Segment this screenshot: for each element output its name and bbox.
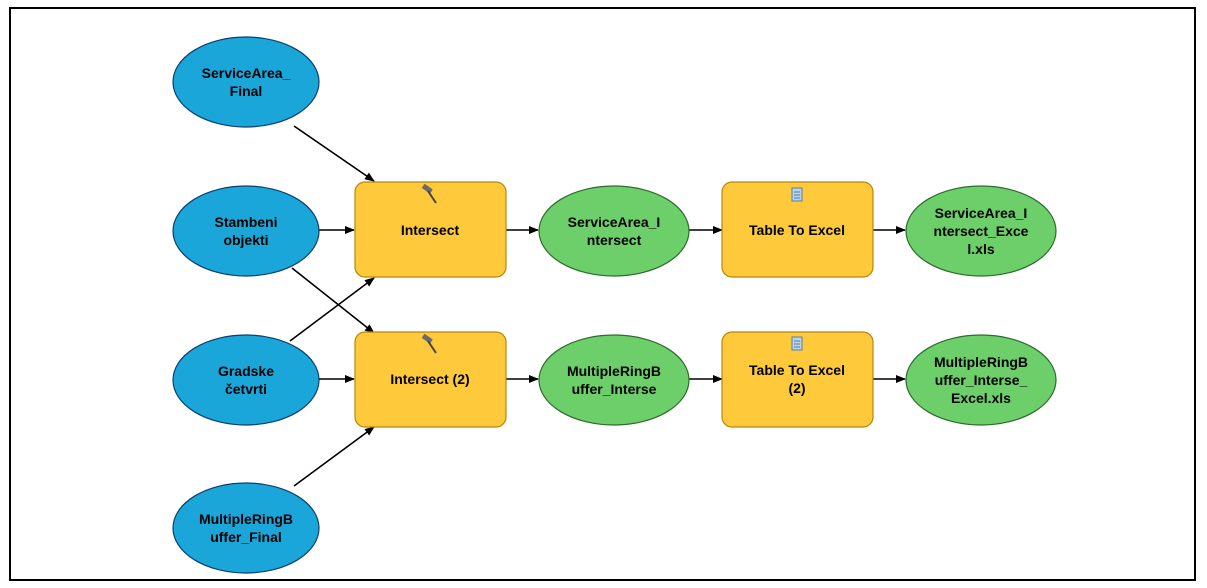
node-label-line2: četvrti xyxy=(225,381,267,397)
node-label-line1: MultipleRingB xyxy=(934,354,1028,370)
tool-label-line1: Table To Excel xyxy=(749,362,845,378)
node-label-line1: ServiceArea_ xyxy=(202,65,291,81)
hammer-icon xyxy=(421,183,437,204)
connector-multiplering-to-intersect2 xyxy=(293,426,375,487)
tool-intersect-2[interactable]: Intersect (2) xyxy=(354,331,507,428)
tool-table-to-excel[interactable]: Table To Excel xyxy=(721,181,874,278)
node-label-line3: Excel.xls xyxy=(951,390,1011,406)
input-stambeni-objekti[interactable]: Stambeni objekti xyxy=(172,185,320,277)
node-label-line2: Final xyxy=(230,83,263,99)
hammer-icon xyxy=(421,333,437,354)
node-label-line2: ntersect xyxy=(587,232,642,248)
tool-table-to-excel-2[interactable]: Table To Excel (2) xyxy=(721,331,874,428)
node-label-line1: MultipleRingB xyxy=(567,363,661,379)
node-label-line1: Stambeni xyxy=(214,214,277,230)
tool-intersect[interactable]: Intersect xyxy=(354,181,507,278)
script-icon xyxy=(791,187,803,202)
output-multiplering-buffer-interse[interactable]: MultipleRingB uffer_Interse xyxy=(538,334,690,426)
tool-label: Intersect xyxy=(401,222,460,238)
output-servicearea-intersect-excel[interactable]: ServiceArea_I ntersect_Exce l.xls xyxy=(905,185,1057,277)
connector-stambeni-to-intersect2 xyxy=(291,267,375,334)
script-icon xyxy=(791,336,803,351)
node-label-line3: l.xls xyxy=(967,241,994,257)
node-label-line2: uffer_Final xyxy=(210,529,282,545)
input-gradske-cetvrti[interactable]: Gradske četvrti xyxy=(172,334,320,426)
output-multiplering-buffer-interse-excel[interactable]: MultipleRingB uffer_Interse_ Excel.xls xyxy=(905,334,1057,426)
tool-label-line2: (2) xyxy=(788,380,805,396)
connector-servicearea-to-intersect xyxy=(293,125,375,182)
tool-label: Intersect (2) xyxy=(390,371,469,387)
input-servicearea-final[interactable]: ServiceArea_ Final xyxy=(172,36,320,128)
output-servicearea-intersect[interactable]: ServiceArea_I ntersect xyxy=(538,185,690,277)
tool-label: Table To Excel xyxy=(749,222,845,238)
input-multiplering-buffer-final[interactable]: MultipleRingB uffer_Final xyxy=(172,482,320,574)
node-label-line2: ntersect_Exce xyxy=(934,223,1029,239)
node-label-line1: Gradske xyxy=(218,363,274,379)
connector-gradske-to-intersect xyxy=(289,277,375,342)
node-label-line1: ServiceArea_I xyxy=(935,205,1028,221)
node-label-line2: uffer_Interse xyxy=(572,381,657,397)
node-label-line1: ServiceArea_I xyxy=(568,214,661,230)
connectors xyxy=(289,125,906,487)
node-label-line2: objekti xyxy=(223,232,268,248)
node-label-line2: uffer_Interse_ xyxy=(935,372,1028,388)
node-label-line1: MultipleRingB xyxy=(199,511,293,527)
